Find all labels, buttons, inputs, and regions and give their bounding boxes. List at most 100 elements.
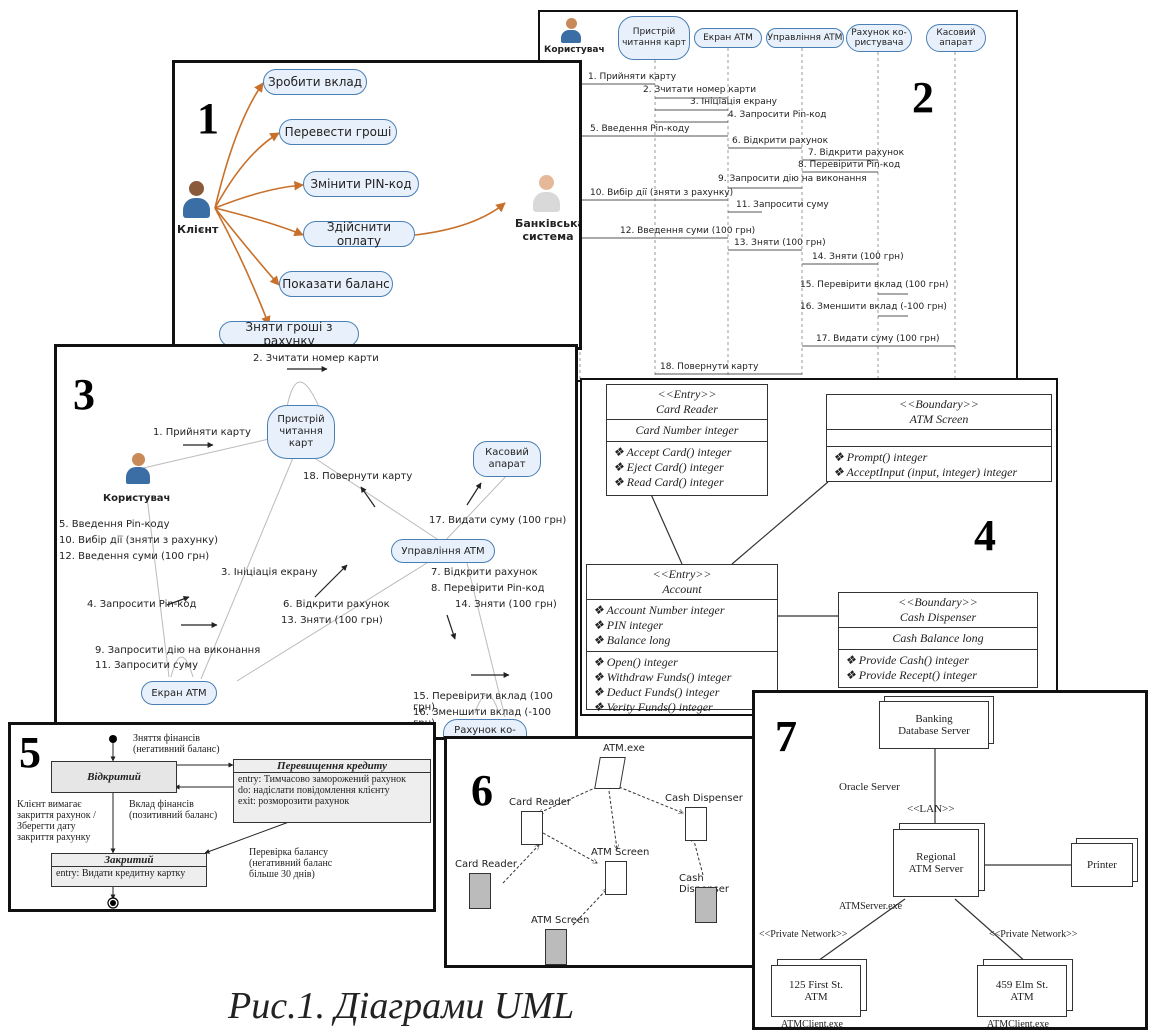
seq-msg: 16. Зменшити вклад (-100 грн) bbox=[800, 302, 947, 312]
panel-number: 6 bbox=[471, 766, 493, 815]
component-icon bbox=[605, 861, 627, 895]
comm-label: 6. Відкрити рахунок bbox=[283, 599, 390, 610]
lifeline-atm-screen: Екран ATM bbox=[694, 28, 762, 48]
comm-label: 11. Запросити суму bbox=[95, 660, 199, 671]
sequence-lines bbox=[579, 48, 956, 380]
comm-label: 14. Зняти (100 грн) bbox=[455, 599, 557, 610]
comm-label: 12. Введення суми (100 грн) bbox=[59, 551, 210, 562]
seq-msg: 3. Ініціація екрану bbox=[690, 97, 777, 107]
component-icon bbox=[695, 887, 717, 923]
component-label-atm-screen: ATM Screen bbox=[591, 847, 650, 858]
node-atm-screen: Екран ATM bbox=[141, 681, 217, 705]
class-card-reader: <<Entry>>Card Reader Card Number integer… bbox=[606, 384, 768, 496]
state-transitions bbox=[107, 735, 298, 909]
component-icon bbox=[469, 873, 491, 909]
seq-msg: 4. Запросити Pin-код bbox=[728, 110, 827, 120]
panel-sequence-diagram: 2 bbox=[538, 10, 1018, 382]
seq-msg: 13. Зняти (100 грн) bbox=[734, 238, 826, 248]
comm-label: 3. Ініціація екрану bbox=[221, 567, 318, 578]
label-atmserver-exe: ATMServer.exe bbox=[839, 901, 903, 912]
component-label-cash-dispenser: Cash Dispenser bbox=[665, 793, 743, 804]
panel-number: 1 bbox=[197, 94, 219, 143]
component-label-atm-exe: ATM.exe bbox=[603, 743, 645, 754]
lifeline-user-account: Рахунок ко-ристувача bbox=[846, 24, 912, 52]
seq-msg: 9. Запросити дію на виконання bbox=[718, 174, 867, 184]
component-label-card-reader-2: Card Reader bbox=[455, 859, 517, 870]
seq-msg: 6. Відкрити рахунок bbox=[732, 136, 829, 146]
deployment-links bbox=[814, 749, 1071, 964]
use-case-payment: Здійснити оплату bbox=[303, 220, 415, 248]
user-icon bbox=[125, 453, 151, 485]
label-atmclient-1: ATMClient.exe bbox=[781, 1019, 843, 1030]
panel-communication-diagram: 3 Прис bbox=[54, 344, 578, 740]
seq-msg: 14. Зняти (100 грн) bbox=[812, 252, 904, 262]
panel-number: 4 bbox=[974, 511, 996, 560]
lifeline-atm-control: Управління ATM bbox=[766, 28, 844, 48]
label-private-network-2: <<Private Network>> bbox=[989, 929, 1078, 940]
comm-label: 8. Перевірити Pin-код bbox=[431, 583, 545, 594]
node-printer: Printer bbox=[1071, 843, 1133, 887]
label-oracle: Oracle Server bbox=[839, 781, 900, 793]
class-atm-screen: <<Boundary>>ATM Screen ❖ Prompt() intege… bbox=[826, 394, 1052, 482]
seq-msg: 12. Введення суми (100 грн) bbox=[620, 226, 756, 236]
comm-label: 7. Відкрити рахунок bbox=[431, 567, 538, 578]
lifeline-cash-machine: Касовий апарат bbox=[926, 24, 986, 52]
seq-msg: 17. Видати суму (100 грн) bbox=[816, 334, 940, 344]
comm-label: 13. Зняти (100 грн) bbox=[281, 615, 383, 626]
actor-client-icon bbox=[181, 181, 211, 219]
state-open: Відкритий bbox=[51, 761, 177, 793]
component-icon bbox=[521, 811, 543, 845]
comm-label: 16. Зменшити вклад (-100 грн) bbox=[413, 707, 552, 729]
seq-msg: 2. Зчитати номер карти bbox=[643, 85, 757, 95]
actor-client-label: Клієнт bbox=[177, 223, 219, 236]
panel-number: 5 bbox=[19, 728, 41, 777]
use-case-show-balance: Показати баланс bbox=[279, 271, 393, 297]
class-cash-dispenser: <<Boundary>>Cash Dispenser Cash Balance … bbox=[838, 592, 1038, 688]
use-case-withdraw: Зняти гроші з рахунку bbox=[219, 320, 359, 347]
node-atm-control: Управління ATM bbox=[391, 539, 495, 563]
use-case-change-pin: Змінити PIN-код bbox=[303, 171, 419, 197]
seq-msg: 5. Введення Pin-коду bbox=[590, 124, 690, 134]
label-private-network-1: <<Private Network>> bbox=[759, 929, 848, 940]
use-case-transfer: Перевести гроші bbox=[279, 119, 397, 145]
state-closed: Закритий entry: Видати кредитну картку bbox=[51, 853, 207, 887]
comm-label: 1. Прийняти карту bbox=[153, 427, 251, 438]
node-cash-machine: Касовий апарат bbox=[473, 441, 541, 477]
seq-msg: 10. Вибір дії (зняти з рахунку) bbox=[590, 188, 734, 198]
component-label-atm-screen-2: ATM Screen bbox=[531, 915, 590, 926]
panel-number: 2 bbox=[912, 73, 934, 122]
seq-msg: 1. Прийняти карту bbox=[588, 72, 677, 82]
comm-label: 9. Запросити дію на виконання bbox=[95, 645, 261, 656]
comm-label: 17. Видати суму (100 грн) bbox=[429, 515, 567, 526]
user-icon bbox=[560, 18, 582, 44]
actor-bank-icon bbox=[531, 175, 561, 213]
trigger-withdraw: Зняття фінансів(негативний баланс) bbox=[133, 733, 220, 755]
label-atmclient-2: ATMClient.exe bbox=[987, 1019, 1049, 1030]
figure-caption: Рис.1. Діаграми UML bbox=[228, 985, 575, 1027]
use-case-arrows bbox=[214, 82, 506, 326]
comm-label: 4. Запросити Pin-код bbox=[87, 599, 197, 610]
seq-msg: 7. Відкрити рахунок bbox=[808, 148, 905, 158]
lifeline-card-reader: Пристрій читання карт bbox=[618, 16, 690, 60]
component-icon bbox=[685, 807, 707, 841]
component-label-card-reader: Card Reader bbox=[509, 797, 571, 808]
panel-component-diagram: 6 ATM.exe Card Reader Cash Dispenser ATM… bbox=[444, 736, 758, 968]
panel-class-diagram: 4 <<Entry>>Card Reader Card Number integ… bbox=[580, 378, 1058, 716]
node-user-label: Користувач bbox=[103, 493, 171, 504]
comm-label: 18. Повернути карту bbox=[303, 471, 413, 482]
panel-number: 3 bbox=[73, 370, 95, 419]
communication-links bbox=[138, 366, 510, 718]
component-dependencies bbox=[502, 786, 704, 926]
use-case-deposit: Зробити вклад bbox=[263, 69, 367, 95]
node-atm-elm-st: 459 Elm St.ATM bbox=[977, 965, 1067, 1017]
seq-msg: 11. Запросити суму bbox=[736, 200, 829, 210]
comm-label: 15. Перевірити вклад (100 грн) bbox=[413, 691, 553, 713]
state-overdraft: Перевищення кредиту entry: Тимчасово зам… bbox=[233, 759, 431, 823]
label-lan: <<LAN>> bbox=[907, 803, 955, 815]
